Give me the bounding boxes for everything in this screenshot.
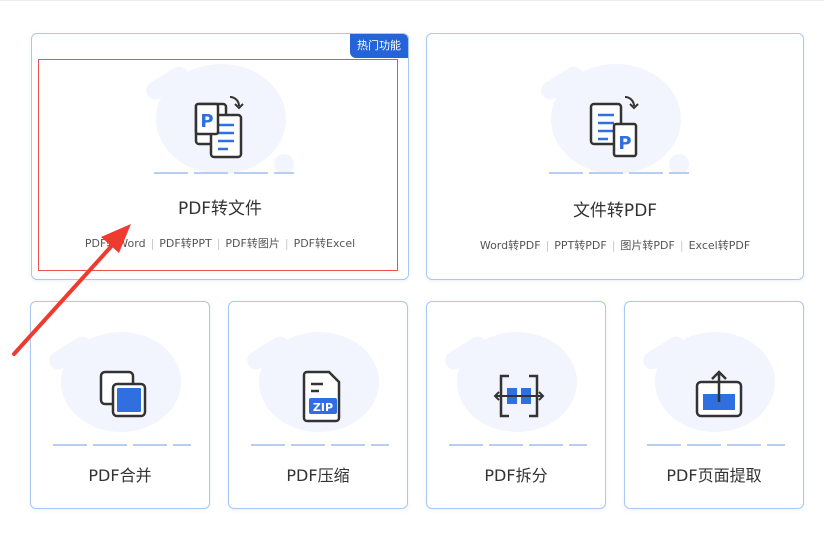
pdf-split-card[interactable]: PDF拆分 bbox=[426, 301, 606, 509]
decorative-dashes bbox=[251, 444, 389, 446]
link-image-to-pdf[interactable]: 图片转PDF bbox=[620, 239, 675, 252]
link-word-to-pdf[interactable]: Word转PDF bbox=[479, 239, 541, 252]
hot-feature-badge: 热门功能 bbox=[350, 34, 408, 58]
file-to-pdf-links: Word转PDF|PPT转PDF|图片转PDF|Excel转PDF bbox=[479, 239, 751, 252]
pdf-to-file-title: PDF转文件 bbox=[177, 199, 263, 219]
pdf-merge-title: PDF合并 bbox=[88, 466, 152, 485]
background-blob bbox=[669, 154, 689, 174]
decorative-dashes bbox=[53, 444, 191, 446]
link-pdf-to-excel[interactable]: PDF转Excel bbox=[293, 237, 356, 250]
file-to-pdf-card[interactable]: P 文件转PDF Word转PDF|PPT转PDF|图片转PDF|Excel转P… bbox=[426, 33, 804, 280]
pdf-to-file-card[interactable]: 热门功能 P PDF转文件 PDF转Word|PDF转PPT|PDF转图片|PD… bbox=[31, 33, 409, 280]
pdf-merge-card[interactable]: PDF合并 bbox=[30, 301, 210, 509]
top-divider bbox=[0, 0, 824, 1]
extract-icon bbox=[695, 370, 743, 418]
zip-icon: ZIP bbox=[302, 370, 341, 423]
pdf-to-file-links: PDF转Word|PDF转PPT|PDF转图片|PDF转Excel bbox=[84, 237, 356, 250]
pdf-compress-title: PDF压缩 bbox=[286, 466, 350, 485]
background-blob bbox=[274, 154, 294, 174]
link-ppt-to-pdf[interactable]: PPT转PDF bbox=[554, 239, 607, 252]
pdf-extract-title: PDF页面提取 bbox=[666, 466, 762, 485]
decorative-dashes bbox=[549, 172, 689, 174]
link-pdf-to-ppt[interactable]: PDF转PPT bbox=[159, 237, 212, 250]
file-to-pdf-icon: P bbox=[589, 96, 639, 158]
decorative-dashes bbox=[647, 444, 785, 446]
decorative-dashes bbox=[449, 444, 587, 446]
link-pdf-to-word[interactable]: PDF转Word bbox=[84, 237, 146, 250]
pdf-split-title: PDF拆分 bbox=[484, 466, 548, 485]
pdf-compress-card[interactable]: ZIP PDF压缩 bbox=[228, 301, 408, 509]
decorative-dashes bbox=[154, 172, 294, 174]
pdf-extract-card[interactable]: PDF页面提取 bbox=[624, 301, 804, 509]
link-excel-to-pdf[interactable]: Excel转PDF bbox=[688, 239, 751, 252]
zip-label: ZIP bbox=[313, 401, 333, 414]
merge-icon bbox=[99, 370, 147, 418]
link-pdf-to-image[interactable]: PDF转图片 bbox=[225, 237, 280, 250]
svg-text:P: P bbox=[618, 133, 631, 154]
file-to-pdf-title: 文件转PDF bbox=[572, 201, 658, 221]
pdf-to-file-icon: P bbox=[194, 96, 244, 159]
split-icon bbox=[493, 374, 545, 418]
svg-text:P: P bbox=[200, 111, 213, 132]
